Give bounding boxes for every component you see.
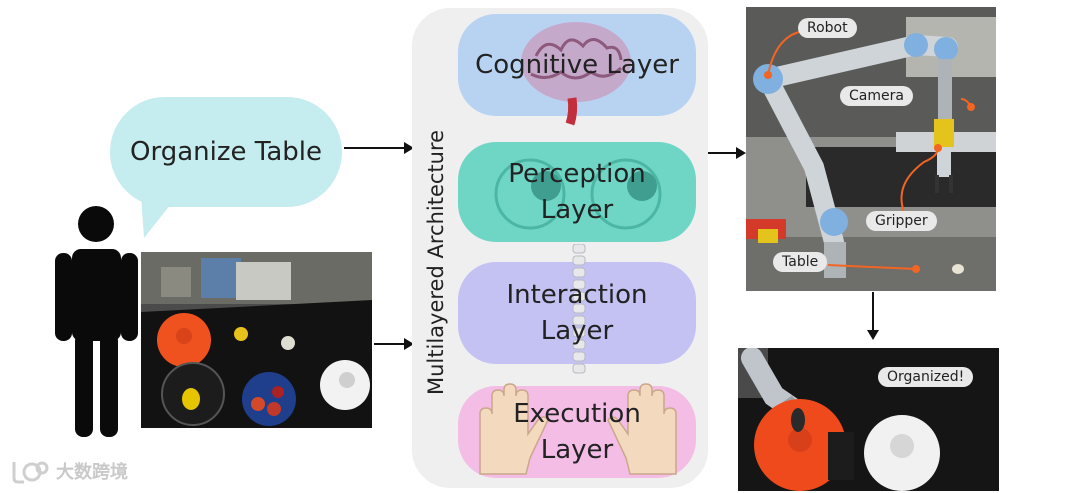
interaction-layer-line1: Interaction [506,280,648,310]
arrow-to-architecture-top [344,142,414,154]
arrow-to-architecture-bottom [374,338,414,350]
execution-layer-line2: Layer [540,435,614,465]
watermark: 大数跨境 [10,458,128,484]
arrow-to-robot [708,147,746,159]
architecture-title: Multilayered Architecture [424,129,448,395]
organized-badge: Organized! [878,367,974,387]
cognitive-layer: Cognitive Layer [458,14,696,126]
watermark-logo-icon [12,461,49,484]
execution-layer: Execution Layer [458,383,696,478]
person-icon [55,206,138,437]
camera-label: Camera [840,86,913,106]
robot-arm-icon [746,7,996,291]
perception-layer-line2: Layer [540,195,614,225]
bubble-text: Organize Table [130,137,322,167]
table-label: Table [773,252,828,272]
perception-layer: Perception Layer [458,142,696,242]
hands-icon [479,383,677,475]
brain-icon [521,22,631,126]
arrow-down-to-result [867,292,879,340]
eyes-icon [494,158,662,230]
table-photo [141,252,372,428]
spine-icon [572,244,586,374]
gripper-label: Gripper [866,211,937,231]
speech-bubble: Organize Table [110,97,342,207]
cognitive-layer-label: Cognitive Layer [475,50,679,80]
robot-label: Robot [798,18,857,38]
interaction-layer-line2: Layer [540,316,614,346]
perception-layer-line1: Perception [508,159,646,189]
table-scene-icon [141,252,372,428]
execution-layer-line1: Execution [513,399,641,429]
watermark-text: 大数跨境 [56,462,128,483]
interaction-layer: Interaction Layer [458,244,696,374]
robot-photo [746,7,996,291]
